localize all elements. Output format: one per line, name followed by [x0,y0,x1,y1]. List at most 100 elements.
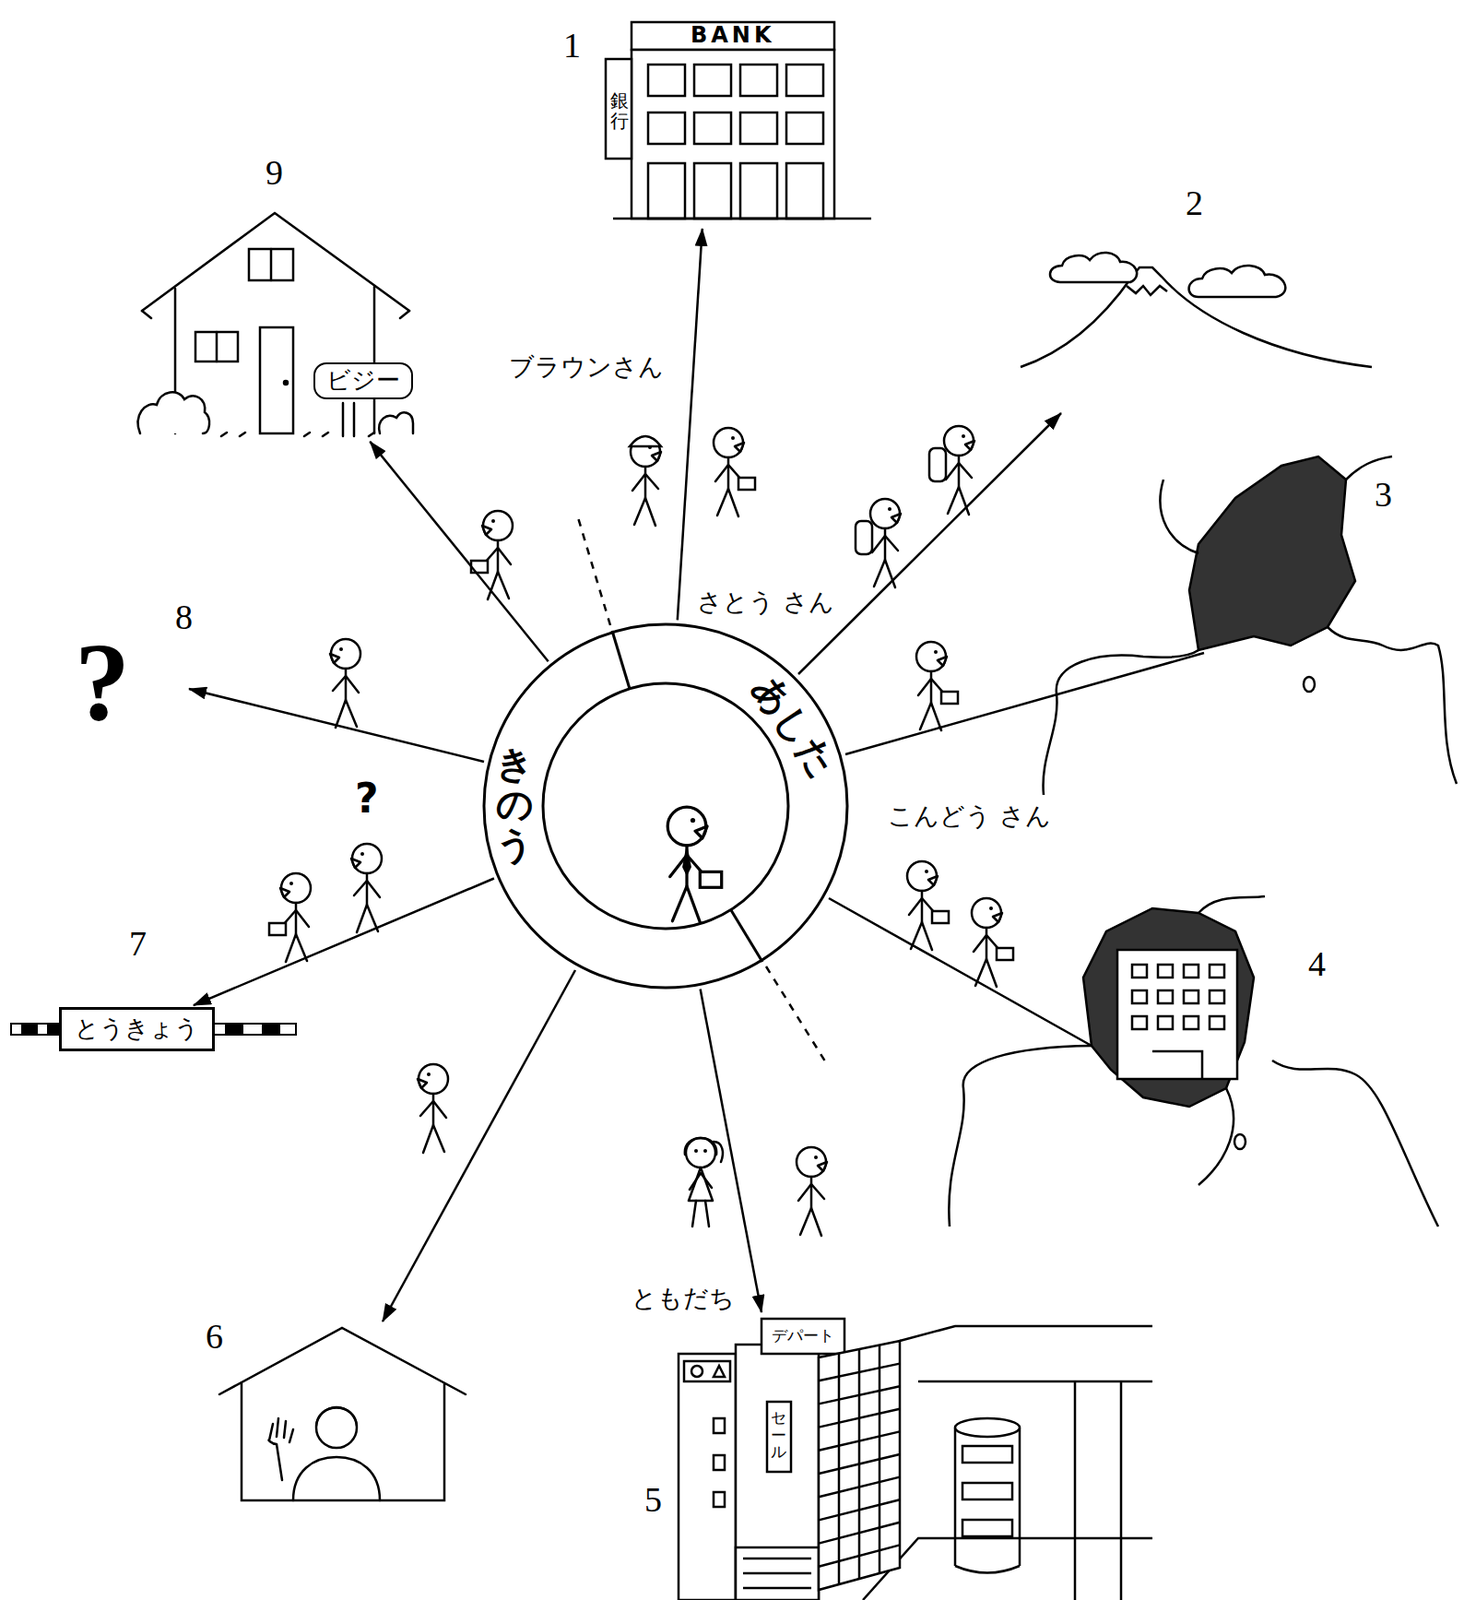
time-ring-outline [543,683,789,929]
bank-building-outline [605,59,632,159]
mountain [1189,265,1287,297]
department-store: デパートセール [678,1316,1153,1600]
department-store-outline [678,1316,1153,1600]
mountain [1020,252,1372,367]
walking-person [855,498,901,588]
department-store-outline [955,1565,1020,1573]
time-ring-outline [484,624,848,988]
department-store-outline [878,1345,882,1574]
department-store-outline [862,1325,1153,1600]
bank-building-outline [786,163,824,219]
map-region [1083,908,1254,1107]
house-building-outline [378,412,414,434]
map-region [1198,1087,1234,1185]
callout-number: 2 [1185,183,1204,225]
department-store-outline [743,1558,812,1588]
walking-person [971,897,1014,987]
department-store-outline [962,1519,1013,1536]
callout-number: 8 [175,597,193,638]
walking-person [351,843,382,933]
house-building-outline [259,327,294,434]
walking-person [684,1137,723,1227]
map-region [948,1045,1092,1227]
bank-building-outline [631,49,835,219]
station-rail [22,1023,37,1035]
house-building-outline [221,432,375,437]
department-store-outline [713,1365,725,1377]
home [316,1406,357,1448]
map-region [1043,649,1199,795]
walking-person [713,427,744,517]
time-ring-outline [731,909,763,962]
walking-person [629,436,662,526]
mountain [1050,252,1137,283]
bank-building-outline [648,163,685,219]
bank-sign-text: 銀行 [610,90,629,131]
map-region [1159,479,1199,554]
divider-dash [577,514,611,626]
path-arrow [845,652,1205,755]
name-sign: ビジー [313,362,414,400]
walking-person [667,806,708,922]
walking-person [699,871,721,887]
department-store-outline [684,1360,731,1382]
path-arrow [828,897,1092,1046]
walking-person [944,425,975,515]
walking-person [629,436,662,447]
callout-number: 5 [644,1479,662,1521]
arrow-connector [677,228,703,620]
department-store-outline [713,1491,725,1507]
map-region [1189,456,1356,650]
bank-building-outline [740,64,778,96]
house-building-outline [141,310,410,319]
walking-person [996,947,1014,960]
walking-person [796,1146,827,1236]
department-store-outline [761,1318,845,1354]
walking-person [932,910,949,923]
house-building-outline [141,212,410,311]
walking-person [471,510,513,600]
time-ring-outline [482,622,850,990]
department-store-outline [713,1417,725,1433]
department-store-outline [735,1546,819,1600]
walking-person [941,691,958,704]
department-store-outline [678,1353,736,1600]
arrow-connector [369,441,548,662]
bank-building-outline [740,163,778,219]
arrow-connector [193,878,495,1006]
walking-person [351,843,382,933]
person-name: ともだち [631,1283,735,1312]
department-store-outline [962,1482,1013,1500]
map-region [1234,1133,1246,1149]
station-rail [47,1023,60,1035]
bank-building-outline [740,112,778,144]
map-region [1303,676,1315,692]
callout-number: 3 [1374,474,1393,516]
walking-person [870,498,901,588]
house-building-outline [215,331,219,362]
path-arrow [382,969,576,1322]
home [316,1407,357,1427]
map-region [1198,896,1265,913]
bank-building-outline [694,163,732,219]
house-building-outline [248,248,294,281]
bank-building: BANK [594,20,873,225]
house-building-outline [138,207,415,438]
callout-number: 9 [265,153,284,194]
bank-building-outline [605,22,872,219]
map-region [1043,456,1457,795]
station-rail [225,1023,243,1035]
house-building-outline [342,402,355,437]
walking-person [417,1063,449,1153]
department-store-outline [955,1417,1020,1437]
house-building-outline [195,331,238,362]
walking-person [796,1146,827,1236]
walking-person [929,448,946,482]
station-rail [262,1023,280,1035]
department-store-outline [955,1427,1020,1566]
time-ring: きのうあした [482,622,850,990]
sign-text: BANK [690,23,776,49]
home [293,1456,380,1500]
walking-person [269,873,311,962]
department-store-outline [767,1401,792,1472]
